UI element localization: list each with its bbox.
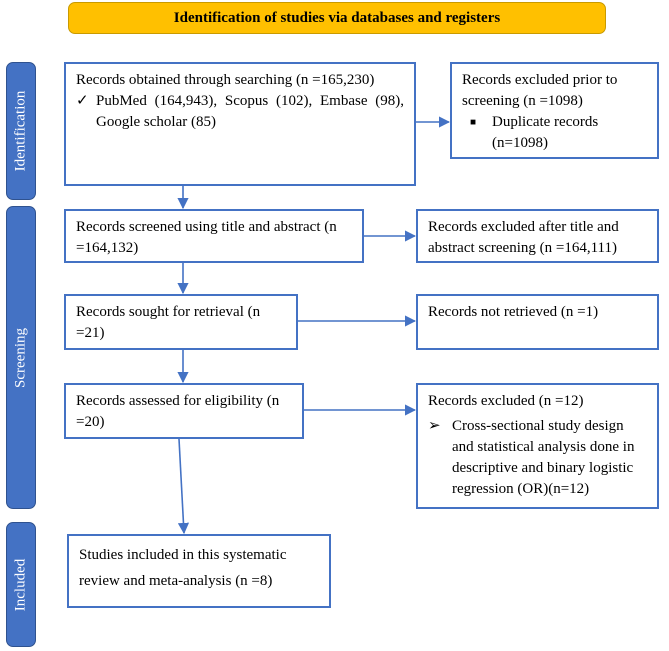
arrow-bullet-icon: ➢ [428,418,441,434]
records-sought-box: Records sought for retrieval (n =21) [64,294,298,350]
studies-included-box: Studies included in this systematic revi… [67,534,331,608]
excluded-prior-box: Records excluded prior to screening (n =… [450,62,659,159]
duplicate-records-text: Duplicate records (n=1098) [492,114,599,151]
records-excluded-text: Records excluded (n =12) [428,393,584,409]
not-retrieved-box: Records not retrieved (n =1) [416,294,659,350]
records-sought-text: Records sought for retrieval (n =21) [76,304,261,341]
stage-included: Included [6,522,36,647]
square-bullet-icon: ■ [470,117,477,128]
checkmark-icon: ✓ [76,93,89,109]
records-screened-text: Records screened using title and abstrac… [76,219,337,256]
records-screened-box: Records screened using title and abstrac… [64,209,364,263]
excluded-screening-text: Records excluded after title and abstrac… [428,219,619,256]
flow-title: Identification of studies via databases … [68,2,606,34]
records-obtained-box: Records obtained through searching (n =1… [64,62,416,186]
records-assessed-box: Records assessed for eligibility (n =20) [64,383,304,439]
not-retrieved-text: Records not retrieved (n =1) [428,304,599,320]
arrow-assessed-to-included [177,438,190,535]
excluded-screening-box: Records excluded after title and abstrac… [416,209,659,263]
studies-included-text: Studies included in this systematic revi… [79,547,287,589]
stage-screening: Screening [6,206,36,509]
database-sources-text: PubMed (164,943), Scopus (102), Embase (… [96,93,404,130]
records-excluded-box: Records excluded (n =12) ➢ Cross-section… [416,383,659,509]
records-assessed-text: Records assessed for eligibility (n =20) [76,393,280,430]
records-obtained-text: Records obtained through searching (n =1… [76,72,375,88]
excluded-prior-text: Records excluded prior to screening (n =… [462,72,618,109]
stage-identification: Identification [6,62,36,200]
exclusion-reason-text: Cross-sectional study design and statist… [452,418,635,497]
